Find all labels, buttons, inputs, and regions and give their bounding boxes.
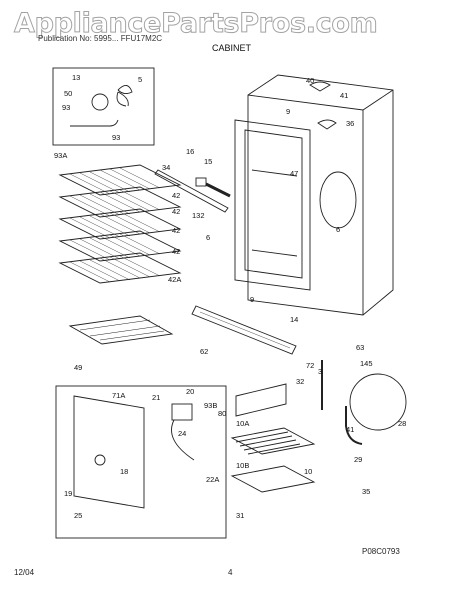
callout: 62 [200, 347, 208, 356]
section-title: CABINET [212, 43, 252, 53]
callout: 5 [138, 75, 142, 84]
fan-motor [91, 93, 109, 111]
light-socket [195, 177, 207, 187]
hinge-detail-inset [349, 373, 407, 431]
lever [345, 406, 363, 445]
callout: 93A [54, 151, 67, 160]
callout: 145 [360, 359, 373, 368]
callout: 41 [340, 91, 348, 100]
callout: 42 [172, 191, 180, 200]
drawing-number: P08C0793 [362, 547, 400, 556]
callout: 6 [206, 233, 210, 242]
publication-number: Publication No: 5995... FFU17M2C [38, 34, 163, 43]
callout: 19 [64, 489, 72, 498]
callout: 72 [306, 361, 314, 370]
callout: 14 [290, 315, 298, 324]
shelves [58, 164, 182, 284]
callout: 10 [304, 467, 312, 476]
hinge-top [309, 81, 331, 92]
callout: 42A [168, 275, 181, 284]
callout: 42 [172, 207, 180, 216]
callout: 24 [178, 429, 186, 438]
footer-date: 12/04 [14, 568, 35, 577]
callout: 18 [120, 467, 128, 476]
callout: 35 [362, 487, 370, 496]
callout: 42 [172, 226, 180, 235]
callout: 25 [74, 511, 82, 520]
callout: 16 [186, 147, 194, 156]
callout: 21 [152, 393, 160, 402]
callout: 63 [356, 343, 364, 352]
motor-bracket [70, 119, 119, 127]
coil-bracket [235, 383, 287, 417]
hinge-cover [317, 119, 337, 130]
callout: 9 [286, 107, 290, 116]
callout: 50 [64, 89, 72, 98]
callout: 6 [336, 225, 340, 234]
callout: 20 [186, 387, 194, 396]
callout: 10A [236, 419, 249, 428]
callout: 22A [206, 475, 219, 484]
callout: 31 [236, 511, 244, 520]
evaporator-coil [230, 427, 316, 455]
callout: 71A [112, 391, 125, 400]
drain-pan [230, 465, 316, 493]
control-panel-inset [55, 385, 227, 539]
fan-motor-inset [52, 67, 155, 146]
callout: 40 [306, 76, 314, 85]
callout: 47 [290, 169, 298, 178]
callout: 32 [296, 377, 304, 386]
callout: 10B [236, 461, 249, 470]
callout: 41 [346, 425, 354, 434]
callout: 36 [346, 119, 354, 128]
shelf-rail [154, 169, 229, 213]
callout: 80 [218, 409, 226, 418]
light-bulb [205, 182, 231, 198]
toe-grille [191, 305, 297, 355]
temperature-control [171, 403, 193, 421]
footer-page: 4 [228, 568, 233, 577]
callout: 93 [62, 103, 70, 112]
cabinet-body [234, 74, 394, 316]
sensor-tube [171, 419, 195, 461]
fan-blade [116, 85, 133, 107]
callout: 15 [204, 157, 212, 166]
ice-tray [68, 315, 174, 345]
callout: 93B [204, 401, 217, 410]
callout: 132 [192, 211, 205, 220]
callout: 93 [112, 133, 120, 142]
watermark: AppliancePartsPros.com [13, 8, 378, 40]
callout: 13 [72, 73, 80, 82]
callout: 49 [74, 363, 82, 372]
callout: 9 [250, 295, 254, 304]
callout: 34 [162, 163, 170, 172]
callout: 29 [354, 455, 362, 464]
page-header: AppliancePartsPros.com Publication No: 5… [0, 6, 464, 46]
callout: 28 [398, 419, 406, 428]
callouts: 13 50 5 93 93 93A 34 16 15 42 42 42 42 4… [54, 73, 406, 520]
callout: 42 [172, 247, 180, 256]
callout: 3 [318, 367, 322, 376]
control-panel [73, 395, 145, 509]
